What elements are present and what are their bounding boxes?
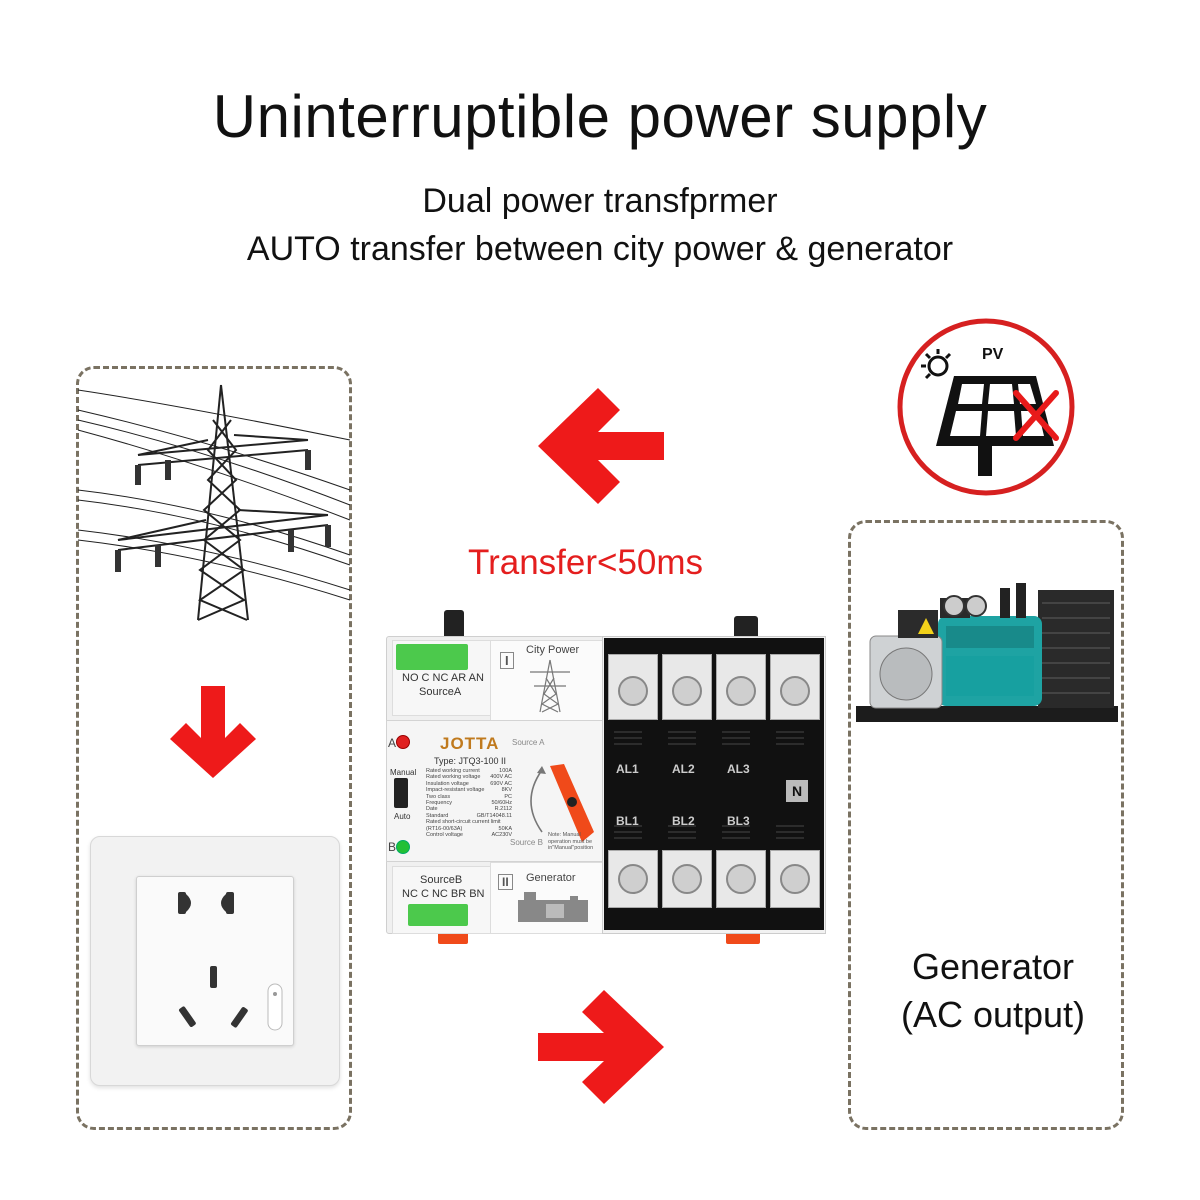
- bottom-source-label: SourceB: [420, 874, 463, 886]
- pole-column-3-bottom: [716, 850, 766, 908]
- generator-panel: [848, 520, 1124, 1130]
- phase-label-bl2: BL2: [672, 814, 695, 828]
- vent-slots: [614, 731, 804, 839]
- diesel-generator-illustration: [856, 583, 1118, 722]
- indicator-a-label: A: [388, 736, 397, 750]
- transfer-switch-device: NO C NC AR AN SourceA I City Power A B M…: [382, 606, 832, 946]
- terminal-screw-icon: [726, 676, 756, 706]
- phase-label-al3: AL3: [727, 762, 750, 776]
- generator-caption: Generator (AC output): [848, 943, 1138, 1039]
- source-b-tag: Source B: [510, 838, 543, 847]
- type-line: Type: JTQ3-100 II: [434, 756, 507, 766]
- terminal-screw-icon: [672, 864, 702, 894]
- source-b-marker: II: [498, 874, 513, 890]
- arrow-down-icon: [170, 686, 256, 778]
- phase-label-bl3: BL3: [727, 814, 750, 828]
- mode-auto-label: Auto: [394, 812, 411, 821]
- pv-label: PV: [982, 346, 1004, 363]
- source-a-tag: Source A: [512, 738, 545, 747]
- mini-tower-icon: [530, 659, 570, 713]
- terminal-screw-icon: [726, 864, 756, 894]
- terminal-screw-icon: [780, 676, 810, 706]
- subtitle-line-1: Dual power transfprmer: [422, 182, 778, 220]
- phase-label-al2: AL2: [672, 762, 695, 776]
- manual-note: Note: Manual operation must be in"Manual…: [548, 832, 594, 851]
- transfer-handle[interactable]: [542, 762, 596, 846]
- source-a-marker: I: [500, 652, 514, 669]
- terminal-screw-icon: [672, 676, 702, 706]
- bottom-terminal-labels: NC C NC BR BN: [402, 888, 485, 900]
- terminal-screw-icon: [780, 864, 810, 894]
- indicator-b-led: [396, 840, 410, 854]
- page-title: Uninterruptible power supply: [212, 83, 988, 150]
- pole-column-1-bottom: [608, 850, 658, 908]
- socket-outlet-icon: [178, 892, 283, 1031]
- mini-generator-icon: [518, 892, 588, 922]
- top-terminal-block: [396, 644, 468, 670]
- no-pv-badge: [897, 318, 1075, 496]
- phase-label-bl1: BL1: [616, 814, 639, 828]
- top-source-label: SourceA: [419, 686, 462, 698]
- arrow-right-icon: [538, 990, 664, 1104]
- subtitle-line-2: AUTO transfer between city power & gener…: [246, 230, 954, 268]
- indicator-b-label: B: [388, 840, 397, 854]
- transfer-time-label: Transfer<50ms: [468, 543, 704, 582]
- mount-tab-top-left: [444, 610, 464, 640]
- bottom-terminal-block: [408, 904, 468, 926]
- rotation-arrow-icon: [530, 766, 546, 833]
- indicator-a-led: [396, 735, 410, 749]
- source-a-name: City Power: [526, 644, 580, 656]
- brand-logo: JOTTA: [440, 734, 500, 753]
- terminal-screw-icon: [618, 676, 648, 706]
- neutral-label: N: [786, 780, 808, 802]
- mode-selector-switch[interactable]: [394, 778, 408, 808]
- city-power-panel: [76, 366, 352, 1130]
- generator-caption-line-2: (AC output): [900, 994, 1086, 1035]
- source-b-name: Generator: [526, 872, 576, 884]
- generator-caption-line-1: Generator: [911, 946, 1075, 987]
- top-terminal-labels: NO C NC AR AN: [402, 672, 484, 684]
- spec-row: (RT16-00/63A)50KA: [426, 825, 512, 832]
- terminal-screw-icon: [618, 864, 648, 894]
- spec-row: Rated short-circuit current limit: [426, 819, 501, 826]
- phase-label-al1: AL1: [616, 762, 639, 776]
- power-tower-illustration: [77, 384, 351, 621]
- mode-manual-label: Manual: [390, 768, 417, 777]
- arrow-left-icon: [538, 388, 664, 504]
